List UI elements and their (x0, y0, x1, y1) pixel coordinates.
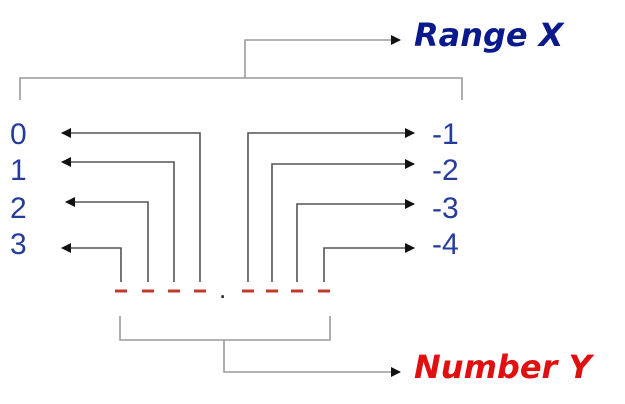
right-connector-2 (271, 159, 415, 282)
right-index-4: -4 (432, 228, 459, 261)
left-index-2: 2 (10, 192, 27, 225)
left-connector-2 (65, 197, 149, 282)
number-connector-line (223, 340, 401, 377)
number-bracket (119, 316, 331, 341)
right-index-2: -2 (432, 154, 459, 187)
right-index-1: -1 (432, 118, 459, 151)
left-connector-0 (61, 128, 201, 282)
left-index-3: 3 (10, 228, 27, 261)
left-connector-3 (61, 243, 122, 282)
right-index-3: -3 (432, 192, 459, 225)
number-title: Number Y (414, 348, 594, 386)
range-bracket (19, 77, 463, 100)
left-index-1: 1 (10, 154, 27, 187)
decimal-point: . (219, 274, 226, 304)
right-connector-3 (296, 199, 415, 282)
left-connector-1 (61, 157, 175, 282)
right-connector-1 (247, 128, 415, 282)
range-connector-line (244, 35, 401, 78)
left-index-0: 0 (10, 118, 27, 151)
range-title: Range X (414, 16, 565, 54)
right-connector-4 (323, 243, 415, 282)
